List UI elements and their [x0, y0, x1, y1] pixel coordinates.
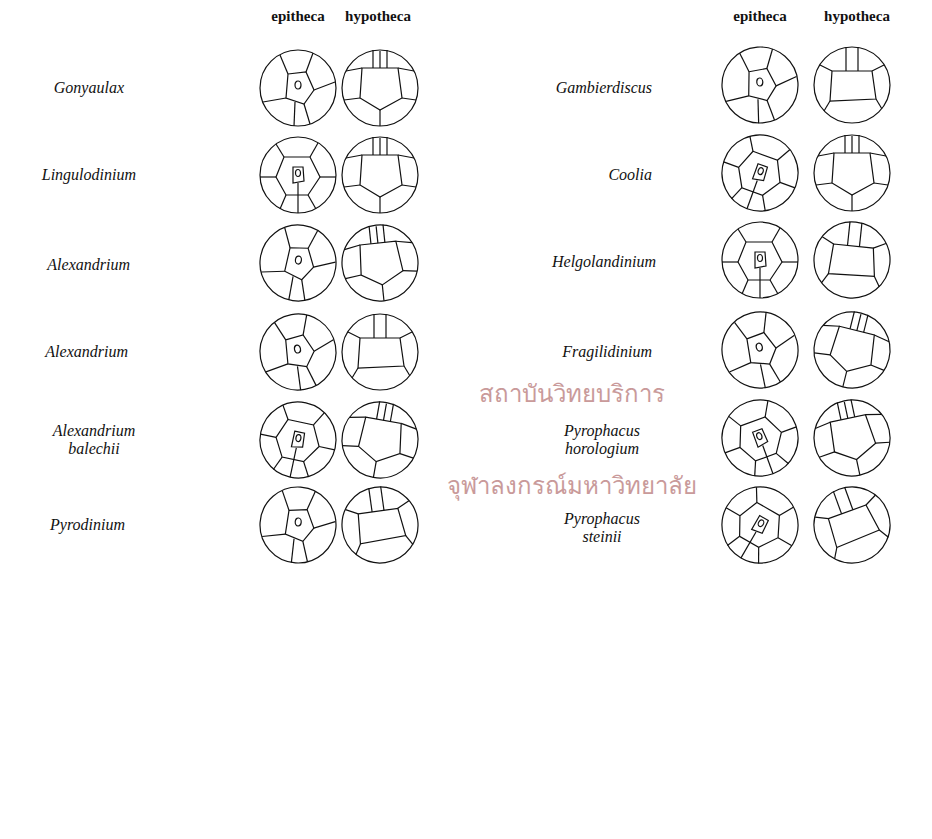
- genus-name: Pyrophacus horologium: [552, 422, 652, 459]
- column-heading: epitheca: [733, 8, 786, 25]
- genus-name: Pyrodinium: [50, 516, 125, 534]
- genus-name: Fragilidinium: [562, 343, 652, 361]
- genus-name: Coolia: [608, 166, 652, 184]
- genus-name: Lingulodinium: [42, 166, 136, 184]
- genus-name: Alexandrium: [45, 343, 128, 361]
- genus-name: Gonyaulax: [54, 79, 124, 97]
- watermark: สถาบันวิทยบริการ: [479, 381, 665, 409]
- watermark: จุฬาลงกรณ์มหาวิทยาลัย: [447, 473, 697, 501]
- genus-name: Pyrophacus steinii: [552, 510, 652, 547]
- genus-name: Alexandrium: [47, 256, 130, 274]
- column-heading: hypotheca: [345, 8, 411, 25]
- column-heading: hypotheca: [824, 8, 890, 25]
- genus-name: Helgolandinium: [552, 253, 656, 271]
- genus-name: Alexandrium balechii: [44, 422, 144, 459]
- genus-name: Gambierdiscus: [556, 79, 652, 97]
- column-heading: epitheca: [271, 8, 324, 25]
